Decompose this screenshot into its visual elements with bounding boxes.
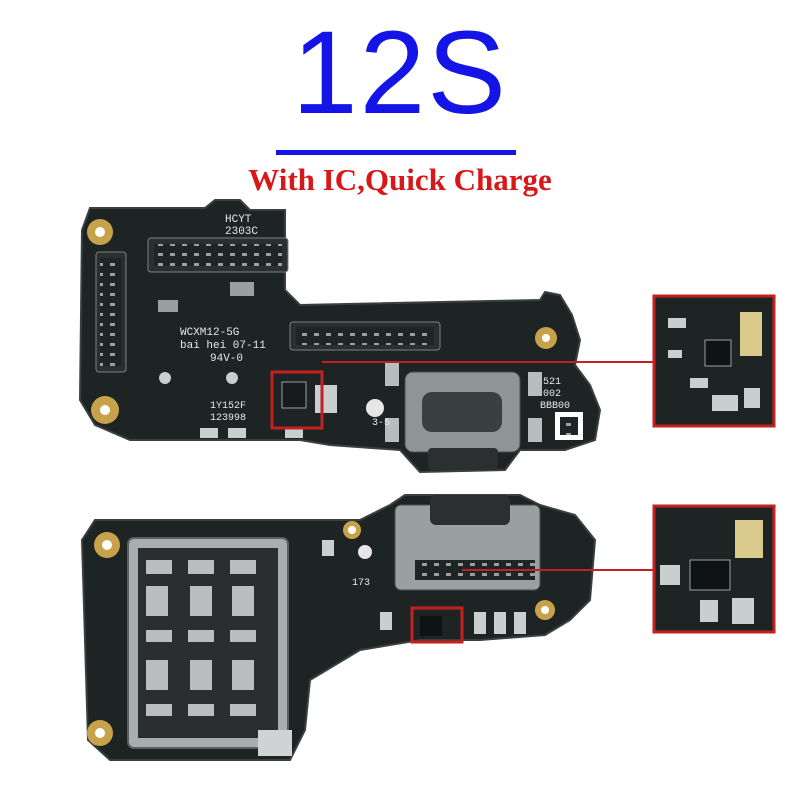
product-title: 12S	[292, 7, 508, 139]
silk-wcxm: WCXM12-5G	[180, 327, 239, 339]
silk-1y152f: 1Y152F	[210, 401, 246, 412]
silk-002: 002	[543, 389, 561, 400]
top-charging-board: HCYT 2303C WCXM12-5G bai hei 07-11 94V-0…	[78, 199, 655, 474]
silk-baihei: bai hei 07-11	[180, 340, 266, 352]
bottom-sim-board: 173	[80, 494, 655, 761]
top-ic-zoom-inset	[652, 294, 776, 428]
silk-173: 173	[352, 578, 370, 589]
feature-subtitle: With IC,Quick Charge	[248, 162, 552, 197]
bottom-ic-zoom-inset	[652, 504, 776, 634]
silk-521: 521	[543, 377, 561, 388]
silk-123998: 123998	[210, 413, 246, 424]
silk-3-5: 3-5	[372, 418, 390, 429]
silk-hcyt: HCYT	[225, 214, 252, 226]
silk-2303c: 2303C	[225, 226, 258, 238]
title-underline	[276, 150, 516, 155]
silk-bbb00: BBB00	[540, 401, 570, 412]
silk-94v: 94V-0	[210, 353, 243, 365]
top-ic-highlight	[270, 370, 324, 430]
